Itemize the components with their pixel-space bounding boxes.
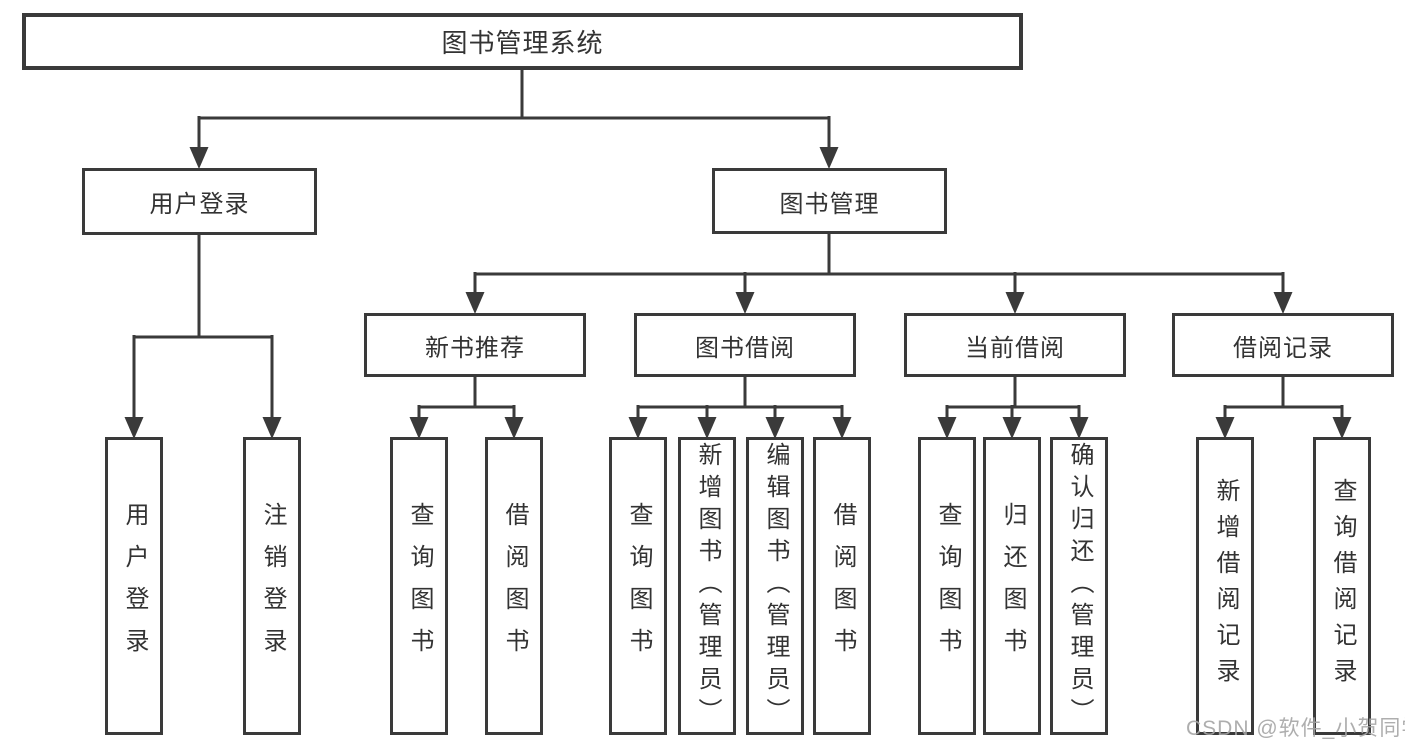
leaf-user-login: 用户登录 — [105, 437, 163, 735]
node-root-system: 图书管理系统 — [22, 13, 1023, 70]
leaf-current-query-book: 查询图书 — [918, 437, 976, 735]
leaf-add-book-admin-label: 新增图书（管理员） — [694, 442, 721, 730]
leaf-newbook-query-book-label: 查询图书 — [406, 502, 433, 670]
node-user-login: 用户登录 — [82, 168, 317, 235]
connector-current-to-leaves — [937, 377, 1089, 439]
node-borrow-records: 借阅记录 — [1172, 313, 1394, 377]
leaf-add-book-admin: 新增图书（管理员） — [678, 437, 736, 735]
leaf-return-book-label: 归还图书 — [999, 502, 1026, 670]
leaf-logout-login: 注销登录 — [243, 437, 301, 735]
node-book-management: 图书管理 — [712, 168, 947, 234]
leaf-query-borrow-record: 查询借阅记录 — [1313, 437, 1371, 735]
leaf-user-login-label: 用户登录 — [121, 502, 148, 670]
leaf-borrow-borrow-book: 借阅图书 — [813, 437, 871, 735]
leaf-borrow-query-book: 查询图书 — [609, 437, 667, 735]
node-new-book-recommend: 新书推荐 — [364, 313, 586, 377]
leaf-newbook-borrow-book: 借阅图书 — [485, 437, 543, 735]
connector-mgmt-to-level3 — [465, 233, 1293, 314]
leaf-edit-book-admin: 编辑图书（管理员） — [746, 437, 804, 735]
node-book-borrow: 图书借阅 — [634, 313, 856, 377]
node-current-borrow: 当前借阅 — [904, 313, 1126, 377]
leaf-confirm-return-admin-label: 确认归还（管理员） — [1066, 442, 1093, 730]
leaf-current-query-book-label: 查询图书 — [934, 502, 961, 670]
leaf-edit-book-admin-label: 编辑图书（管理员） — [762, 442, 789, 730]
leaf-borrow-query-book-label: 查询图书 — [625, 502, 652, 670]
watermark: CSDN @软件_小贺同学 — [1186, 717, 1405, 740]
leaf-newbook-borrow-book-label: 借阅图书 — [501, 502, 528, 670]
connector-bookborrow-to-leaves — [628, 377, 852, 439]
leaf-borrow-borrow-book-label: 借阅图书 — [829, 502, 856, 670]
leaf-query-borrow-record-label: 查询借阅记录 — [1329, 478, 1356, 694]
connector-root-to-level2 — [189, 69, 839, 169]
leaf-return-book: 归还图书 — [983, 437, 1041, 735]
leaf-newbook-query-book: 查询图书 — [390, 437, 448, 735]
connector-login-to-leaves — [124, 234, 282, 439]
connector-newbook-to-leaves — [409, 377, 524, 439]
leaf-add-borrow-record: 新增借阅记录 — [1196, 437, 1254, 735]
leaf-add-borrow-record-label: 新增借阅记录 — [1212, 478, 1239, 694]
connector-records-to-leaves — [1215, 377, 1352, 439]
leaf-confirm-return-admin: 确认归还（管理员） — [1050, 437, 1108, 735]
leaf-logout-login-label: 注销登录 — [259, 502, 286, 670]
